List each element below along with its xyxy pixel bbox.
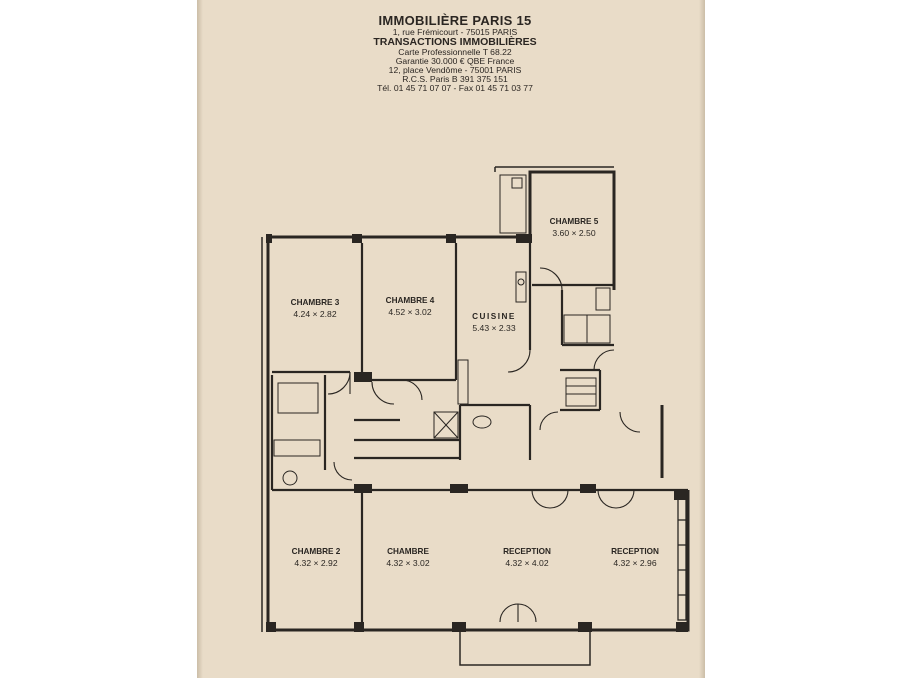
room-name: CHAMBRE 3 [290,298,340,307]
agency-header: IMMOBILIÈRE PARIS 15 1, rue Frémicourt -… [300,14,610,93]
room-chambre-2: CHAMBRE 2 4.32 × 2.92 [276,547,356,569]
sheet-left-edge [197,0,203,678]
bay-window [677,495,687,621]
agency-rcs: R.C.S. Paris B 391 375 151 [402,73,508,84]
room-reception-1: RECEPTION 4.32 × 4.02 [486,547,568,569]
agency-activity: TRANSACTIONS IMMOBILIÈRES [373,35,537,48]
agency-phone: Tél. 01 45 71 07 07 - Fax 01 45 71 03 77 [377,82,533,93]
agency-name: IMMOBILIÈRE PARIS 15 [378,13,532,28]
floor-plan-sheet [197,0,705,678]
sheet-right-edge [699,0,705,678]
room-name: CHAMBRE 2 [291,547,341,556]
agency-guarantee: Garantie 30.000 € QBE France [395,55,515,66]
room-name: CHAMBRE 5 [549,217,599,226]
agency-hq-address: 12, place Vendôme - 75001 PARIS [388,64,522,75]
room-dimensions: 5.43 × 2.33 [472,322,516,333]
balcony [459,632,591,666]
room-name: CHAMBRE 4 [385,296,435,305]
room-chambre-5: CHAMBRE 5 3.60 × 2.50 [536,217,612,239]
door-swings [327,267,641,623]
room-reception-2: RECEPTION 4.32 × 2.96 [594,547,676,569]
room-chambre: CHAMBRE 4.32 × 3.02 [368,547,448,569]
room-name: RECEPTION [611,547,659,556]
agency-card: Carte Professionnelle T 68.22 [398,46,512,57]
room-dimensions: 4.32 × 4.02 [505,557,549,568]
exterior-walls [261,166,690,632]
room-dimensions: 4.52 × 3.02 [388,306,432,317]
room-dimensions: 4.24 × 2.82 [293,308,337,319]
room-name: CUISINE [472,312,516,321]
room-name: CHAMBRE [387,547,429,556]
interior-walls [270,243,688,622]
agency-address: 1, rue Frémicourt - 75015 PARIS [392,26,518,37]
room-cuisine: CUISINE 5.43 × 2.33 [462,312,526,334]
room-chambre-3: CHAMBRE 3 4.24 × 2.82 [275,298,355,320]
room-dimensions: 4.32 × 2.96 [613,557,657,568]
room-dimensions: 4.32 × 2.92 [294,557,338,568]
room-dimensions: 3.60 × 2.50 [552,227,596,238]
room-chambre-4: CHAMBRE 4 4.52 × 3.02 [370,296,450,318]
fixtures [273,174,611,486]
room-name: RECEPTION [503,547,551,556]
window-piers [266,234,688,632]
room-dimensions: 4.32 × 3.02 [386,557,430,568]
